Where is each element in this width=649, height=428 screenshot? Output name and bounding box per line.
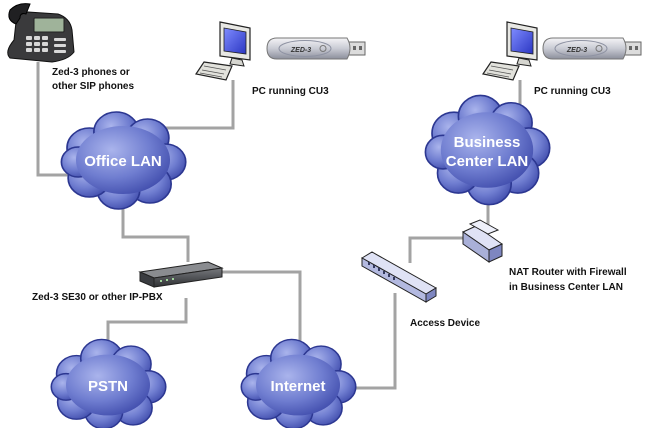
usb-key-icon: ZED-3: [266, 37, 366, 60]
access-device-icon: [361, 251, 437, 303]
sip-phone-icon: [7, 3, 75, 63]
nat-router-label-line2: in Business Center LAN: [509, 282, 623, 293]
computer-icon: [482, 21, 538, 81]
pstn-label: PSTN: [88, 378, 128, 395]
internet-label: Internet: [270, 378, 325, 395]
connection-lines: [36, 62, 522, 390]
access-device-label: Access Device: [410, 318, 480, 329]
cloud-body: [440, 112, 534, 188]
link-ippbx-internet: [215, 270, 302, 355]
pc-left-label: PC running CU3: [252, 86, 329, 97]
link-access-device-nat-router: [408, 236, 468, 263]
phones-label-line1: Zed-3 phones or: [52, 67, 130, 78]
pc-right-label: PC running CU3: [534, 86, 611, 97]
business-center-lan-label-line2: Center LAN: [446, 153, 529, 170]
cloud-internet: [240, 338, 357, 428]
cloud-pstn: [50, 338, 167, 428]
ip-pbx-icon: [138, 261, 224, 288]
usb-key-text: ZED-3: [290, 47, 311, 54]
cloud-body: [256, 354, 340, 416]
link-ippbx-pstn: [106, 298, 188, 352]
cloud-business-center-lan: [424, 94, 551, 206]
cloud-body: [66, 354, 150, 416]
business-center-lan-label-line1: Business: [454, 134, 521, 151]
phones-label-line2: other SIP phones: [52, 81, 134, 92]
computer-icon: [195, 21, 251, 81]
nat-router-icon: [461, 219, 504, 263]
cloud-office-lan: [60, 111, 187, 210]
ippbx-label: Zed-3 SE30 or other IP-PBX: [32, 292, 163, 303]
cloud-body: [75, 126, 171, 194]
link-office-lan-ippbx: [121, 200, 190, 262]
office-lan-label: Office LAN: [84, 153, 162, 170]
nat-router-label-line1: NAT Router with Firewall: [509, 267, 627, 278]
usb-key-text: ZED-3: [566, 47, 587, 54]
link-pc-office-lan: [150, 80, 235, 130]
usb-key-icon: ZED-3: [542, 37, 642, 60]
